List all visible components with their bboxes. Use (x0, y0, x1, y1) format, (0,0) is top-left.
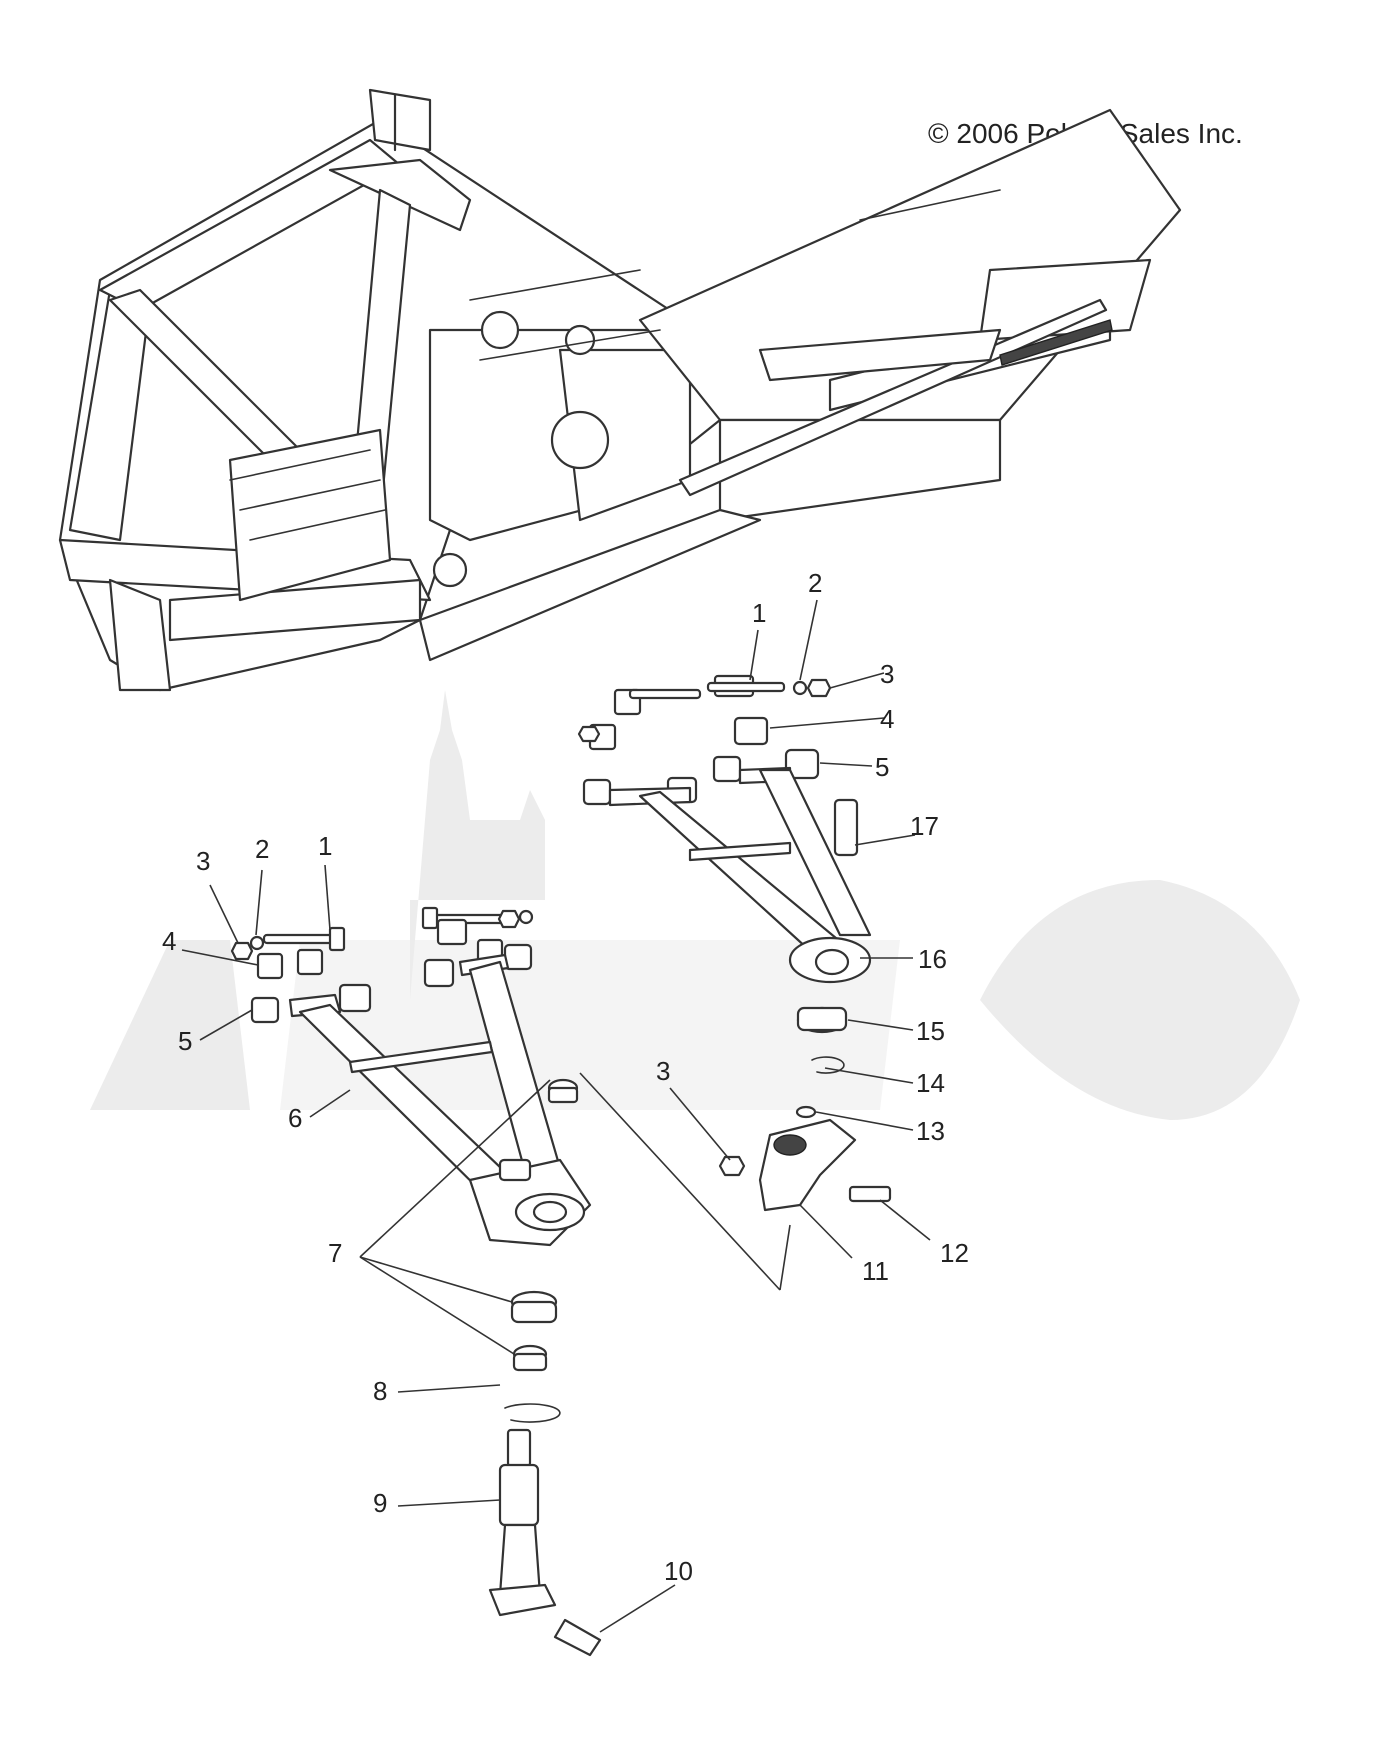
callout-9: 9 (373, 1488, 387, 1518)
washer-13 (795, 1105, 817, 1119)
callout-7: 7 (328, 1238, 342, 1268)
callout-17: 17 (910, 811, 939, 841)
callout-14: 14 (916, 1068, 945, 1098)
callout-5: 5 (178, 1026, 192, 1056)
callout-12: 12 (940, 1238, 969, 1268)
callout-8: 8 (373, 1376, 387, 1406)
callout-3: 3 (880, 659, 894, 689)
bushing-5-right-a (582, 778, 612, 806)
bolt-1-left (262, 933, 342, 945)
snap-ring-14 (811, 1056, 845, 1074)
callout-labels: 1 2 3 4 5 17 3 2 1 4 16 5 15 3 14 6 13 1… (162, 568, 969, 1586)
bolt-12 (848, 1185, 892, 1203)
bushing-4-right (733, 716, 769, 746)
washer-2-right (792, 680, 808, 696)
pin-10 (553, 1618, 602, 1657)
callout-4: 4 (162, 926, 176, 956)
spindle-parts (488, 1078, 602, 1657)
callout-5: 5 (875, 752, 889, 782)
ball-joint-bracket-11 (758, 1118, 857, 1212)
chassis-frame (58, 88, 1182, 692)
right-spindle-parts (718, 1006, 892, 1212)
callout-1: 1 (752, 598, 766, 628)
spindle-9 (506, 1428, 532, 1468)
callout-15: 15 (916, 1016, 945, 1046)
bolt-17 (833, 798, 859, 857)
nut-3-right (806, 678, 832, 698)
bolt-1-right-inner (628, 688, 702, 700)
callout-16: 16 (918, 944, 947, 974)
snap-ring-8 (504, 1403, 561, 1423)
bushing-5-right-b (784, 748, 820, 780)
watermark-logo (90, 690, 1300, 1120)
callout-11: 11 (862, 1256, 889, 1286)
callout-13: 13 (916, 1116, 945, 1146)
callout-4: 4 (880, 704, 894, 734)
bushing-5-left (250, 996, 280, 1024)
leader-lines (181, 599, 931, 1633)
lower-left-a-arm-assembly (230, 906, 592, 1247)
callout-10: 10 (664, 1556, 693, 1586)
callout-3: 3 (656, 1056, 670, 1086)
nut-3-left (230, 941, 254, 961)
callout-1: 1 (318, 831, 332, 861)
nut-3-lower (718, 1155, 746, 1177)
upper-right-a-arm-assembly (577, 674, 872, 984)
callout-2: 2 (808, 568, 822, 598)
callout-2: 2 (255, 834, 269, 864)
callout-3: 3 (196, 846, 210, 876)
callout-6: 6 (288, 1103, 302, 1133)
bushing-4-left (256, 952, 284, 980)
washer-2-left (249, 935, 265, 951)
